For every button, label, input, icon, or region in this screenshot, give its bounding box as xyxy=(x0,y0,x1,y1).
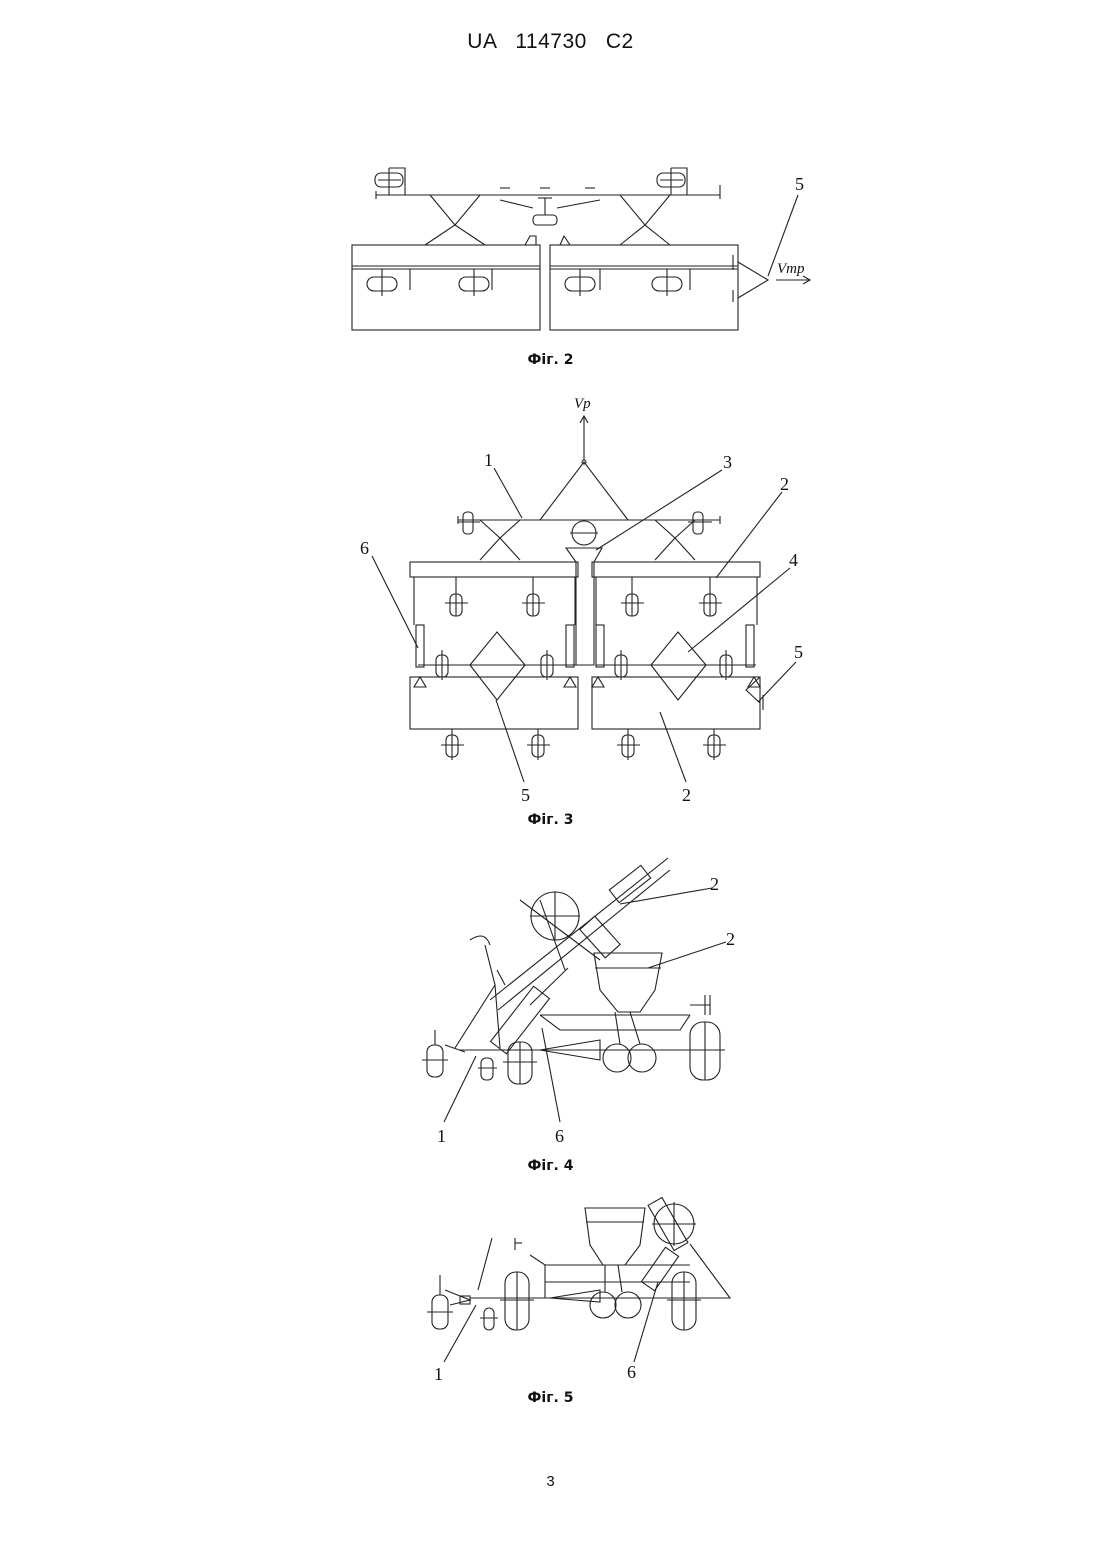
figure-5-caption: Фіг. 5 xyxy=(0,1390,1101,1406)
wheel-icon xyxy=(667,1272,701,1330)
wheel-icon xyxy=(427,1275,453,1329)
page-number: 3 xyxy=(0,1473,1101,1490)
figure-5-label-6: 6 xyxy=(627,1362,636,1382)
figure-5-drawing: 1 6 xyxy=(0,0,1101,1400)
wheel-icon xyxy=(480,1308,498,1330)
figure-5-label-1: 1 xyxy=(434,1364,443,1384)
wheel-icon xyxy=(500,1272,534,1330)
